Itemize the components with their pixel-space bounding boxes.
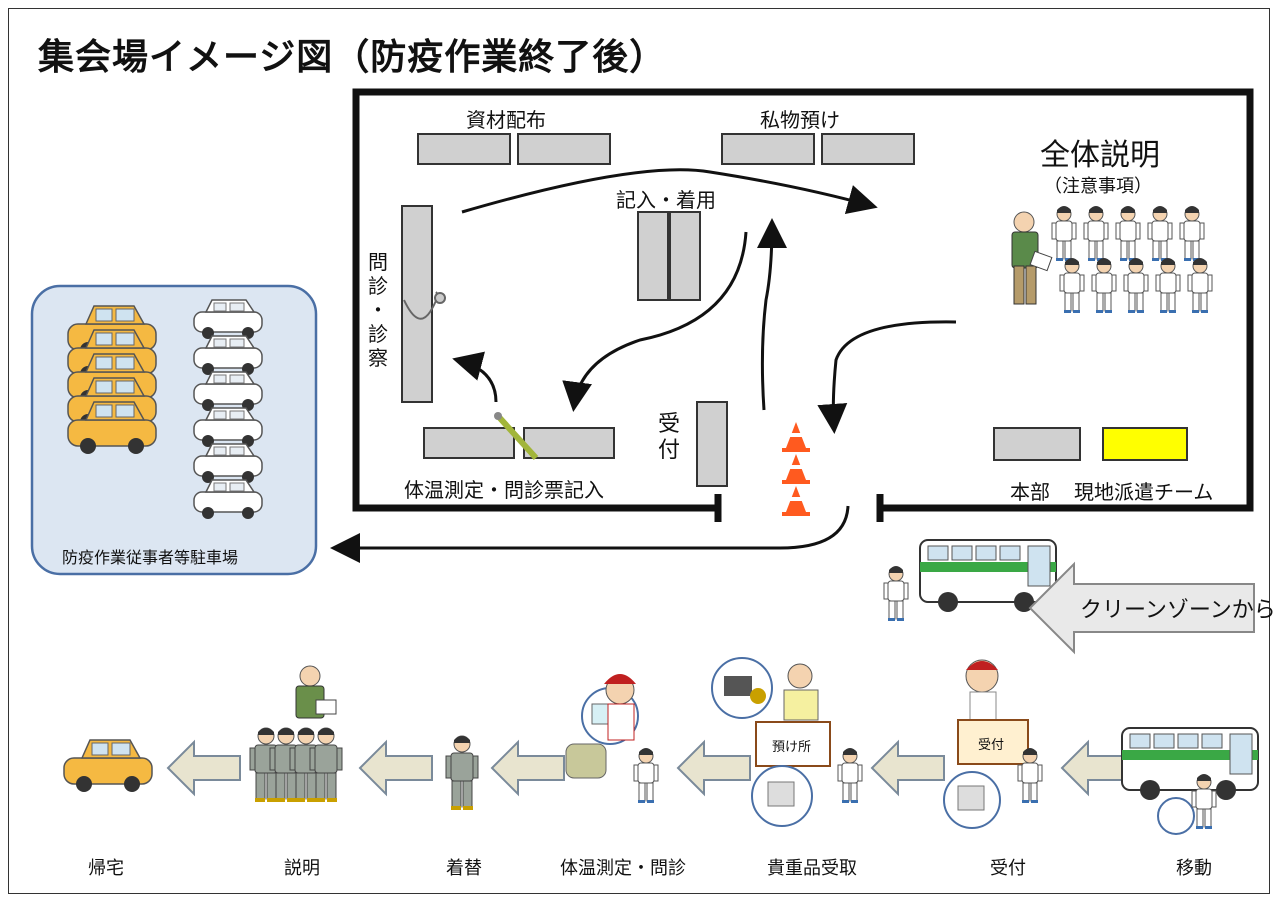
hall-flow-arrows <box>330 168 957 563</box>
clean-zone-arrow <box>1028 561 1255 655</box>
step-label-valuables: 貴重品受取 <box>767 858 857 879</box>
parking-label: 防疫作業従事者等駐車場 <box>62 548 239 567</box>
reception-char: 付 <box>658 438 681 463</box>
inquiry-char: 診 <box>368 274 388 298</box>
thermometer-icon <box>494 412 539 461</box>
deposit-sign: 預け所 <box>772 740 812 755</box>
reception-label: 受 付 <box>658 412 680 464</box>
inquiry-char: 察 <box>368 346 388 370</box>
step-label-temp: 体温測定・問診 <box>560 858 686 879</box>
arrival-person <box>883 565 909 622</box>
step-label-explain: 説明 <box>284 858 320 879</box>
team-label: 現地派遣チーム <box>1074 480 1214 504</box>
tables <box>401 133 1081 487</box>
outer-frame <box>8 8 1270 894</box>
clean-zone-label: クリーンゾーンから <box>1080 598 1276 623</box>
page-title: 集会場イメージ図（防疫作業終了後） <box>38 37 667 78</box>
temp-label: 体温測定・問診票記入 <box>404 478 604 502</box>
materials-label: 資材配布 <box>466 108 546 132</box>
inquiry-char: 診 <box>368 322 388 346</box>
lecturer-figure <box>1011 211 1053 305</box>
overall-title: 全体説明 <box>1040 138 1160 173</box>
stethoscope-icon <box>403 291 446 320</box>
hq-label: 本部 <box>1010 480 1050 504</box>
home-car-icon <box>63 739 153 793</box>
overall-sub: （注意事項） <box>1044 176 1152 197</box>
audience-figures <box>1051 205 1213 314</box>
fill-wear-label: 記入・着用 <box>616 188 716 212</box>
step-label-reception: 受付 <box>990 858 1026 879</box>
reception-char: 受 <box>658 412 681 437</box>
belongings-label: 私物預け <box>760 108 840 132</box>
team-box <box>1102 427 1188 461</box>
reception-sign: 受付 <box>978 738 1005 753</box>
inquiry-char: ・ <box>368 298 388 322</box>
step-label-move: 移動 <box>1176 858 1212 879</box>
step-label-change: 着替 <box>446 858 482 879</box>
traffic-cones <box>782 422 810 516</box>
process-row <box>63 657 1259 835</box>
step-label-home: 帰宅 <box>88 858 124 879</box>
hall-walls <box>352 88 1254 522</box>
taxi-stack <box>67 305 157 455</box>
inquiry-label: 問 診 ・ 診 察 <box>368 250 388 370</box>
inquiry-char: 問 <box>368 250 388 274</box>
